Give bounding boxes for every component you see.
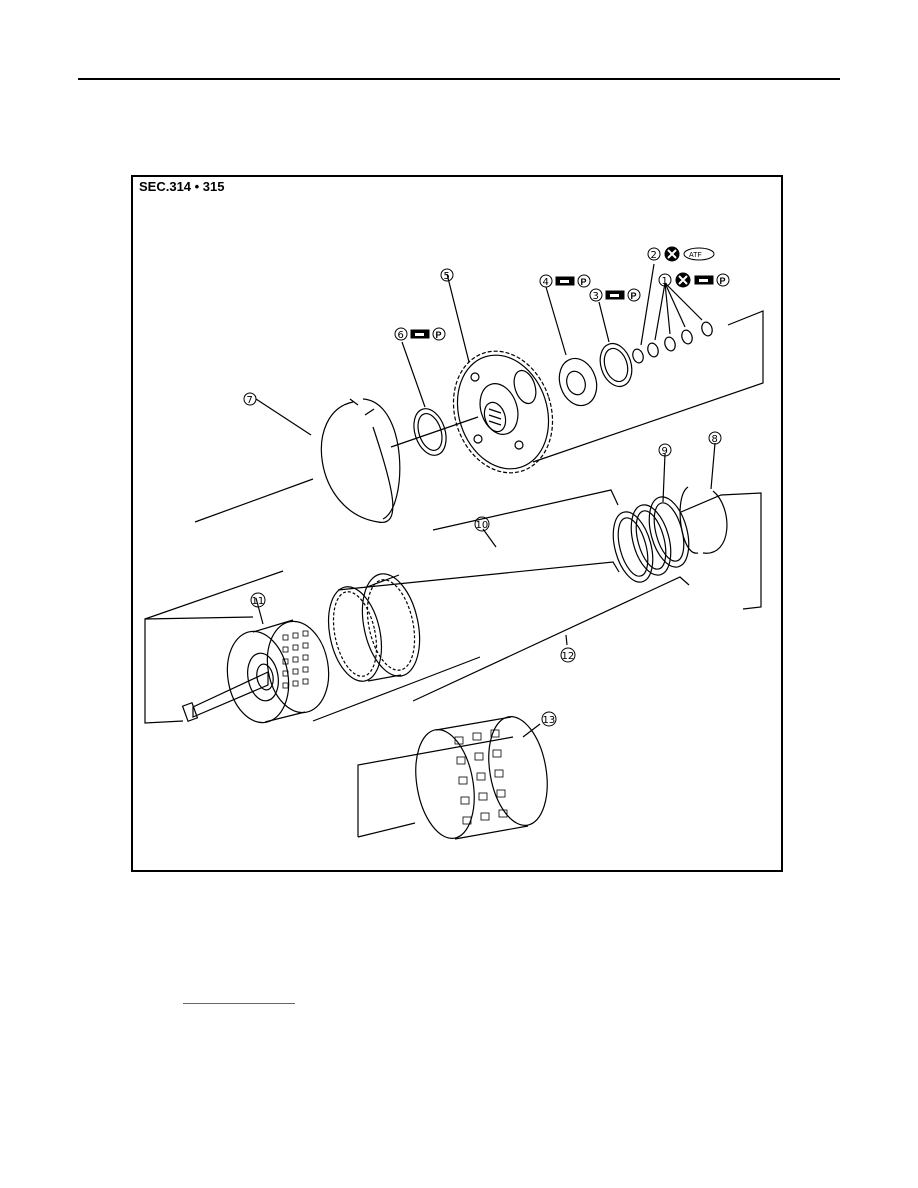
svg-text:1: 1 — [662, 276, 668, 287]
svg-text:P: P — [720, 276, 726, 286]
svg-text:12: 12 — [562, 651, 575, 662]
svg-text:11: 11 — [252, 596, 265, 607]
atf-badge-icon: ATF — [683, 247, 715, 261]
part-12-bracket — [412, 576, 690, 702]
circled-x-icon — [664, 246, 680, 262]
petroleum-jelly-icon: P — [577, 274, 591, 288]
grease-apply-icon — [555, 276, 575, 286]
svg-text:9: 9 — [662, 446, 668, 457]
svg-text:P: P — [581, 277, 587, 287]
svg-text:5: 5 — [444, 271, 450, 282]
section-reference: SEC.314 • 315 — [139, 179, 225, 194]
exploded-view-figure: SEC.314 • 315 — [131, 175, 783, 872]
grease-apply-icon — [694, 275, 714, 285]
svg-text:13: 13 — [543, 715, 556, 726]
callout-2: 2 — [647, 247, 661, 261]
svg-text:ATF: ATF — [689, 252, 702, 259]
reference-link[interactable] — [183, 989, 295, 1004]
petroleum-jelly-icon: P — [716, 273, 730, 287]
svg-text:7: 7 — [247, 395, 253, 406]
part-6-thrust-washer — [401, 341, 447, 456]
callout-8: 8 — [708, 431, 722, 445]
svg-text:10: 10 — [476, 520, 489, 531]
callout-3: 3 — [589, 288, 603, 302]
callout-1: 1 — [658, 273, 672, 287]
svg-text:6: 6 — [398, 330, 404, 341]
circled-x-icon — [675, 272, 691, 288]
callout-7: 7 — [243, 392, 257, 406]
svg-text:3: 3 — [593, 291, 599, 302]
part-2-o-ring — [632, 263, 655, 364]
part-1-seal-rings — [647, 282, 713, 358]
part-4-thrust-washer — [545, 286, 598, 407]
upper-group-outline — [194, 310, 764, 523]
svg-text:P: P — [631, 291, 637, 301]
part-5-planetary-carrier — [446, 273, 554, 474]
svg-text:4: 4 — [543, 277, 549, 288]
callout-12: 12 — [560, 647, 576, 663]
callout-5: 5 — [440, 268, 454, 282]
svg-text:2: 2 — [651, 250, 657, 261]
callout-10: 10 — [474, 516, 490, 532]
callout-13: 13 — [541, 711, 557, 727]
part-7-snap-ring — [255, 398, 401, 523]
middle-group-outline — [144, 489, 762, 724]
grease-apply-icon — [410, 329, 430, 339]
callout-11: 11 — [250, 592, 266, 608]
part-10-bracket — [337, 528, 620, 591]
callout-6: 6 — [394, 327, 408, 341]
part-3-bearing-race — [598, 301, 633, 388]
svg-text:8: 8 — [712, 434, 718, 445]
part-13-outer-drum — [357, 716, 548, 840]
exploded-diagram: 1 2 3 4 5 6 7 8 9 10 11 12 13 ATF P P — [144, 246, 764, 840]
part-8-snap-ring — [679, 442, 728, 554]
part-9-clutch-plates — [612, 453, 690, 583]
petroleum-jelly-icon: P — [627, 288, 641, 302]
part-11-clutch-drum — [181, 597, 330, 724]
callout-labels: 1 2 3 4 5 6 7 8 9 10 11 12 13 — [243, 247, 722, 727]
petroleum-jelly-icon: P — [432, 327, 446, 341]
callout-9: 9 — [658, 443, 672, 457]
symbol-icons: ATF P P P P — [410, 246, 730, 341]
callout-4: 4 — [539, 274, 553, 288]
header-rule — [78, 78, 840, 80]
svg-text:P: P — [436, 330, 442, 340]
grease-apply-icon — [605, 290, 625, 300]
